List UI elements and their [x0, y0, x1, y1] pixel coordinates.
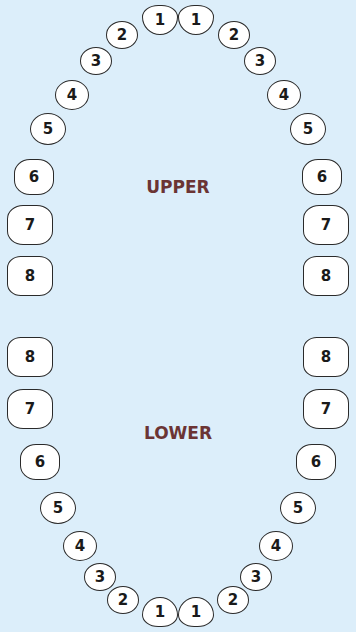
tooth-number: 7 [321, 402, 331, 417]
tooth-number: 5 [43, 122, 53, 137]
tooth-number: 8 [25, 350, 35, 365]
tooth-outline: 5 [40, 492, 76, 524]
tooth-outline: 8 [303, 256, 349, 296]
tooth-number: 3 [255, 54, 265, 69]
tooth-number: 5 [303, 122, 313, 137]
tooth-number: 5 [293, 501, 303, 516]
tooth-outline: 4 [55, 80, 89, 110]
tooth-number: 6 [311, 455, 321, 470]
tooth-outline: 4 [259, 531, 293, 561]
tooth-outline: 1 [178, 597, 214, 627]
tooth-number: 1 [191, 13, 201, 28]
tooth-number: 8 [321, 350, 331, 365]
tooth-number: 4 [271, 539, 281, 554]
tooth-outline: 8 [7, 256, 53, 296]
tooth-outline: 2 [106, 21, 138, 49]
tooth-outline: 5 [290, 113, 326, 145]
tooth-outline: 7 [7, 389, 53, 429]
tooth-number: 7 [25, 218, 35, 233]
tooth-outline: 7 [303, 389, 349, 429]
tooth-number: 3 [91, 54, 101, 69]
tooth-outline: 7 [303, 205, 349, 245]
tooth-number: 1 [191, 605, 201, 620]
jaw-label: LOWER [144, 423, 212, 443]
tooth-number: 7 [321, 218, 331, 233]
tooth-outline: 6 [296, 444, 336, 480]
tooth-outline: 4 [267, 80, 301, 110]
tooth-outline: 8 [7, 337, 53, 377]
tooth-outline: 3 [240, 563, 272, 591]
tooth-number: 6 [35, 455, 45, 470]
tooth-number: 5 [53, 501, 63, 516]
tooth-outline: 2 [107, 586, 139, 614]
tooth-number: 3 [95, 570, 105, 585]
tooth-number: 2 [117, 28, 127, 43]
tooth-outline: 3 [244, 47, 276, 75]
tooth-number: 1 [155, 13, 165, 28]
tooth-outline: 3 [80, 47, 112, 75]
tooth-number: 2 [229, 28, 239, 43]
tooth-number: 7 [25, 402, 35, 417]
tooth-outline: 1 [178, 5, 214, 35]
tooth-number: 2 [228, 593, 238, 608]
tooth-outline: 6 [20, 444, 60, 480]
tooth-number: 1 [155, 605, 165, 620]
tooth-outline: 3 [84, 563, 116, 591]
tooth-outline: 5 [280, 492, 316, 524]
tooth-outline: 1 [142, 5, 178, 35]
tooth-outline: 6 [14, 159, 54, 195]
tooth-outline: 2 [217, 586, 249, 614]
tooth-number: 4 [279, 88, 289, 103]
tooth-number: 3 [251, 570, 261, 585]
tooth-number: 4 [67, 88, 77, 103]
tooth-number: 6 [317, 170, 327, 185]
tooth-outline: 4 [63, 531, 97, 561]
jaw-label: UPPER [146, 177, 209, 197]
tooth-outline: 8 [303, 337, 349, 377]
tooth-outline: 5 [30, 113, 66, 145]
tooth-outline: 2 [218, 21, 250, 49]
tooth-number: 8 [25, 269, 35, 284]
tooth-number: 2 [118, 593, 128, 608]
tooth-outline: 7 [7, 205, 53, 245]
tooth-outline: 1 [142, 597, 178, 627]
tooth-outline: 6 [302, 159, 342, 195]
tooth-number: 8 [321, 269, 331, 284]
tooth-number: 4 [75, 539, 85, 554]
tooth-number: 6 [29, 170, 39, 185]
